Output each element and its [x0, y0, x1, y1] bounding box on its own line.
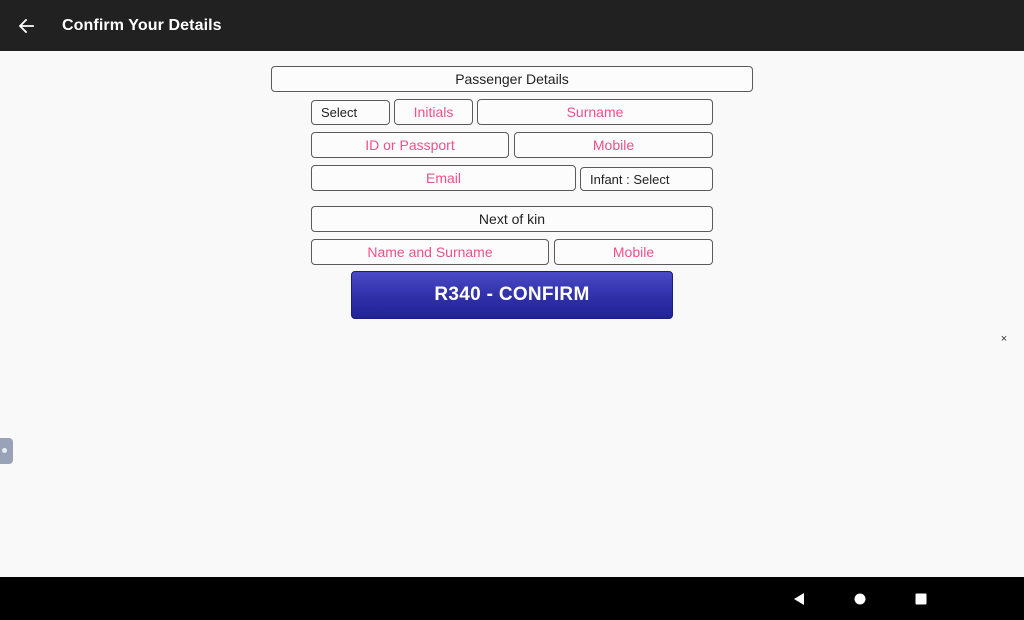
- close-icon[interactable]: ×: [1000, 333, 1008, 345]
- arrow-left-icon: [18, 18, 34, 33]
- title-select[interactable]: Select: [311, 100, 390, 125]
- nav-back-icon[interactable]: [789, 589, 809, 609]
- kin-name-input[interactable]: [311, 239, 549, 265]
- passenger-mobile-input[interactable]: [514, 132, 713, 158]
- app-bar: Confirm Your Details: [0, 0, 1024, 51]
- confirm-button[interactable]: R340 - CONFIRM: [351, 271, 673, 319]
- passenger-details-header: Passenger Details: [271, 66, 753, 92]
- page-title: Confirm Your Details: [62, 16, 222, 34]
- infant-select[interactable]: Infant : Select: [580, 167, 713, 191]
- back-button[interactable]: [0, 0, 52, 51]
- kin-mobile-input[interactable]: [554, 239, 713, 265]
- nav-recents-icon[interactable]: [911, 589, 931, 609]
- nav-home-icon[interactable]: [850, 589, 870, 609]
- id-passport-input[interactable]: [311, 132, 509, 158]
- next-of-kin-header: Next of kin: [311, 206, 713, 232]
- surname-input[interactable]: [477, 99, 713, 125]
- initials-input[interactable]: [394, 99, 473, 125]
- email-input[interactable]: [311, 165, 576, 191]
- chat-bubble-icon[interactable]: [0, 438, 13, 464]
- system-nav-bar: [0, 577, 1024, 620]
